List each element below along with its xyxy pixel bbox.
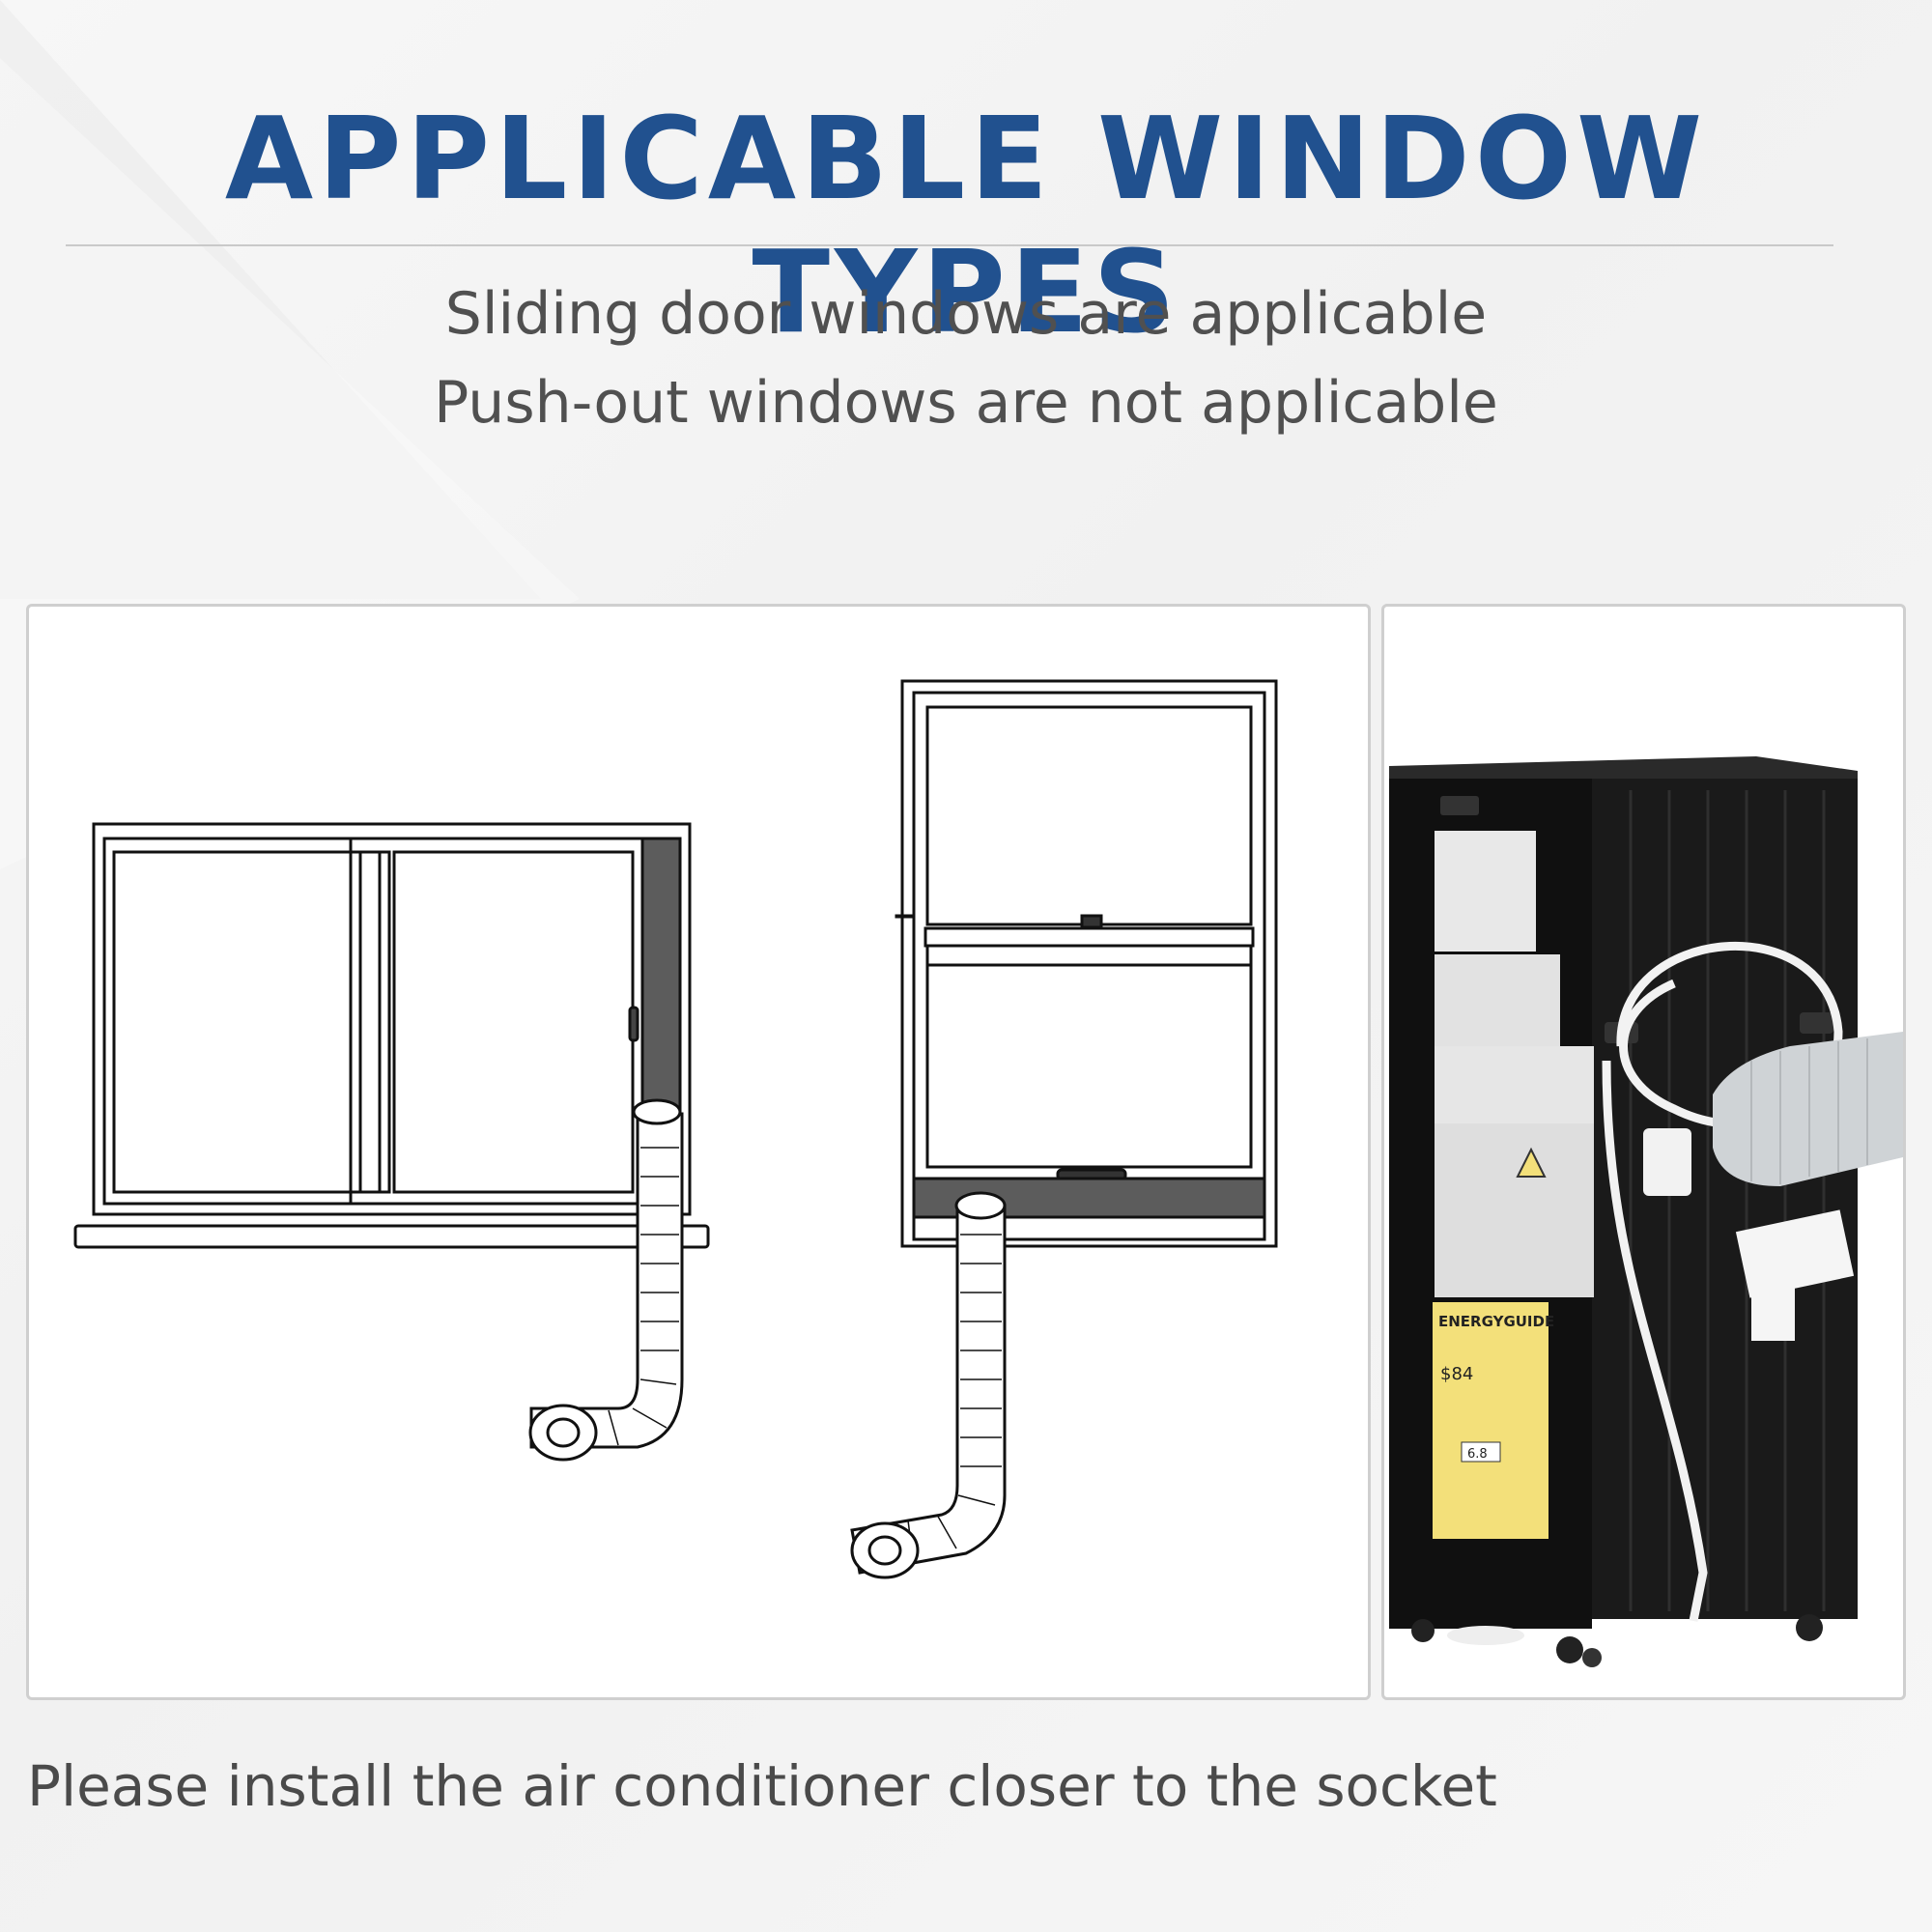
energyguide-brand: ENERGYGUIDE xyxy=(1438,1313,1554,1330)
window-illustrations xyxy=(73,679,1278,1579)
power-plug xyxy=(1643,1128,1691,1196)
exhaust-hose-right xyxy=(850,1191,1007,1579)
sliding-window-illustration xyxy=(73,822,710,1249)
exhaust-hose xyxy=(1713,1032,1903,1186)
unit-back xyxy=(1592,779,1858,1619)
window-illustrations-panel xyxy=(26,604,1371,1700)
page-title: APPLICABLE WINDOW TYPES xyxy=(224,92,1708,358)
spec-label xyxy=(1435,831,1536,952)
energyguide-rating: 6.8 xyxy=(1467,1447,1488,1462)
exhaust-hose-left xyxy=(528,1098,684,1462)
subtitle-sliding-applicable: Sliding door windows are applicable xyxy=(444,280,1488,348)
double-hung-window-illustration xyxy=(895,679,1278,1248)
subtitle-pushout-not-applicable: Push-out windows are not applicable xyxy=(434,369,1498,437)
air-conditioner-photo-panel: ENERGYGUIDE $84 6.8 xyxy=(1381,604,1906,1700)
footer-install-note: Please install the air conditioner close… xyxy=(27,1753,1497,1819)
energyguide-label xyxy=(1433,1302,1548,1539)
title-divider xyxy=(66,244,1833,246)
energyguide-cost: $84 xyxy=(1440,1364,1473,1384)
warning-label xyxy=(1435,1123,1594,1297)
portable-air-conditioner: ENERGYGUIDE $84 6.8 xyxy=(1389,756,1903,1667)
